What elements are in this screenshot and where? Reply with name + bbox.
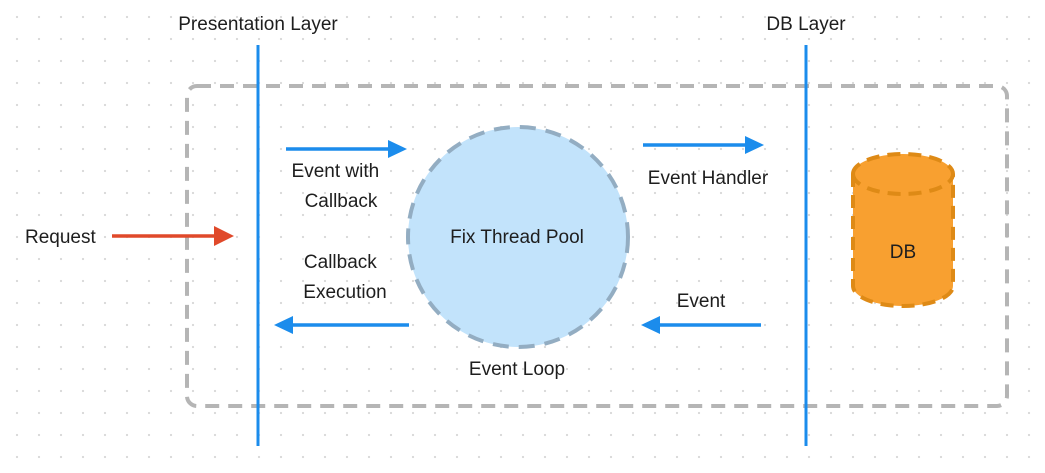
request-label: Request (25, 227, 96, 248)
thread-pool-label: Fix Thread Pool (450, 227, 584, 248)
db-label: DB (890, 242, 916, 263)
callback-execution-line1: Callback (304, 252, 377, 273)
event-with-callback-line1: Event with (292, 161, 380, 182)
db-layer-title: DB Layer (766, 14, 846, 35)
request-arrow (112, 226, 234, 246)
event-with-callback-label: Event with Callback (292, 161, 385, 212)
event-handler-arrow (643, 136, 764, 154)
event-with-callback-line2: Callback (305, 191, 378, 212)
system-boundary (185, 84, 1009, 408)
event-with-callback-arrow (286, 140, 407, 158)
callback-execution-arrow (274, 316, 409, 334)
presentation-layer-title: Presentation Layer (178, 14, 338, 35)
event-label: Event (677, 291, 726, 312)
callback-execution-line2: Execution (303, 282, 386, 303)
event-loop-label: Event Loop (469, 359, 565, 380)
database-cylinder-icon (851, 152, 955, 308)
callback-execution-label: Callback Execution (303, 252, 386, 303)
thread-pool-circle (406, 125, 630, 349)
event-arrow (641, 316, 761, 334)
event-handler-label: Event Handler (648, 168, 769, 189)
